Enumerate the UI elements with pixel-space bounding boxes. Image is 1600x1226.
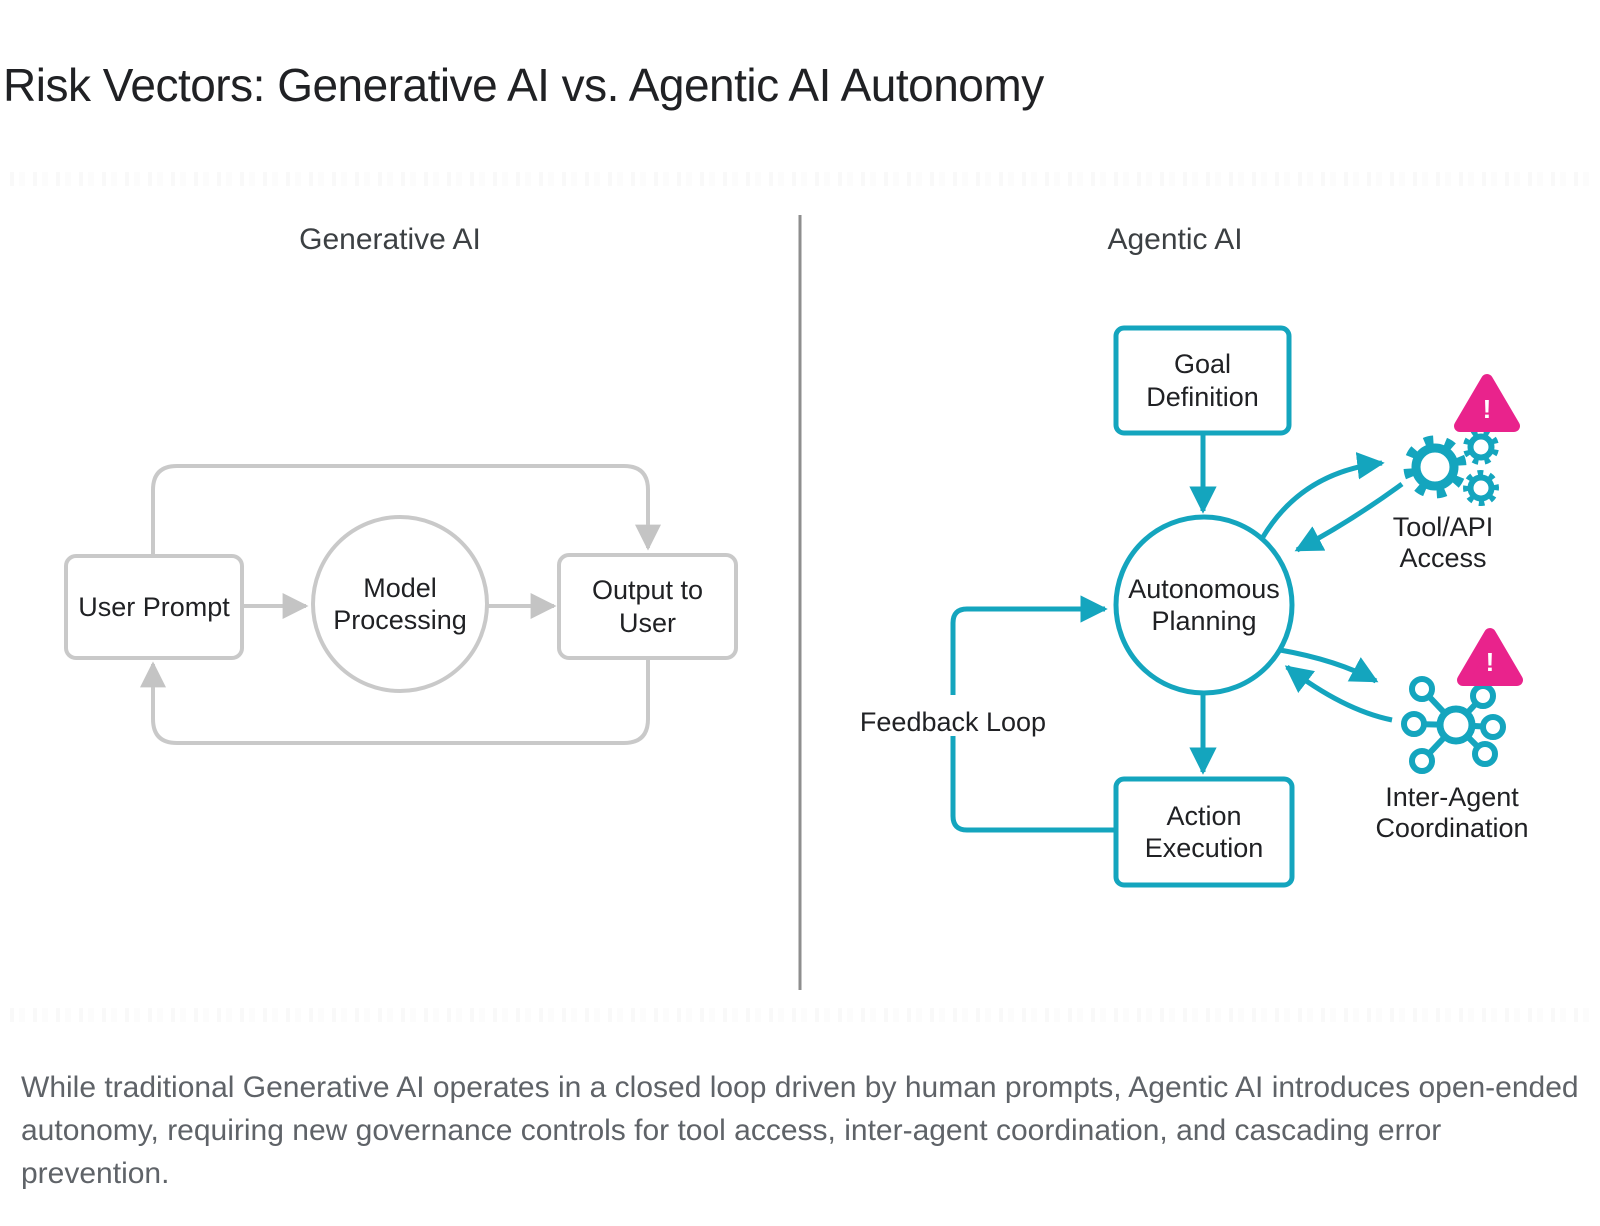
caption-line-3: prevention.	[21, 1157, 170, 1190]
comparison-diagram: Generative AI Agentic AI User Prompt Mod…	[10, 170, 1590, 1030]
agentic-ai-heading: Agentic AI	[1107, 223, 1243, 256]
user-prompt-box	[64, 554, 244, 660]
output-to-user-label: Output to User	[591, 575, 704, 638]
planning-to-tools-arrow	[1260, 452, 1385, 539]
goal-definition-label: Goal Definition	[1146, 349, 1259, 412]
caption: While traditional Generative AI operates…	[21, 1066, 1581, 1195]
caption-line-1: While traditional Generative AI operates…	[21, 1071, 1579, 1104]
artifact-band-top	[10, 172, 1590, 186]
warning-triangle-tool-icon	[1454, 374, 1520, 432]
planning-to-agents-arrow	[1279, 647, 1379, 684]
output-to-user-box	[557, 553, 738, 660]
agents-to-planning-arrow	[1284, 665, 1393, 723]
goal-definition-box	[1113, 325, 1292, 436]
network-icon	[1401, 676, 1506, 774]
loop-bottom-path	[140, 658, 650, 745]
autonomous-planning-label: Autonomous Planning	[1128, 573, 1280, 636]
gears-icon	[1403, 429, 1499, 506]
warning-exclamation-tool: !	[1482, 393, 1492, 424]
inter-agent-coordination-label: Inter-Agent Coordination	[1375, 782, 1529, 843]
page-title: Risk Vectors: Generative AI vs. Agentic …	[3, 59, 1044, 111]
feedback-path-upper	[950, 595, 1108, 695]
user-prompt-label: User Prompt	[78, 591, 230, 622]
artifact-band-bottom	[10, 1008, 1590, 1022]
agentic-flow	[950, 325, 1404, 888]
generative-ai-heading: Generative AI	[299, 223, 481, 256]
warning-triangle-agents-icon	[1457, 628, 1523, 686]
feedback-path-lower	[950, 736, 1116, 833]
warning-exclamation-agents: !	[1485, 646, 1495, 677]
tools-to-planning-arrow	[1294, 481, 1404, 553]
tool-api-access-label: Tool/API Access	[1392, 512, 1494, 573]
generative-flow	[64, 464, 738, 745]
action-execution-box	[1113, 776, 1295, 888]
diagram-canvas	[64, 215, 1523, 990]
loop-top-path	[151, 464, 661, 556]
caption-line-2: autonomy, requiring new governance contr…	[21, 1114, 1442, 1147]
feedback-loop-label: Feedback Loop	[859, 706, 1047, 737]
model-processing-circle	[311, 515, 489, 693]
action-execution-label: Action Execution	[1144, 800, 1264, 863]
model-processing-label: Model Processing	[333, 572, 467, 635]
autonomous-planning-circle	[1113, 514, 1295, 696]
